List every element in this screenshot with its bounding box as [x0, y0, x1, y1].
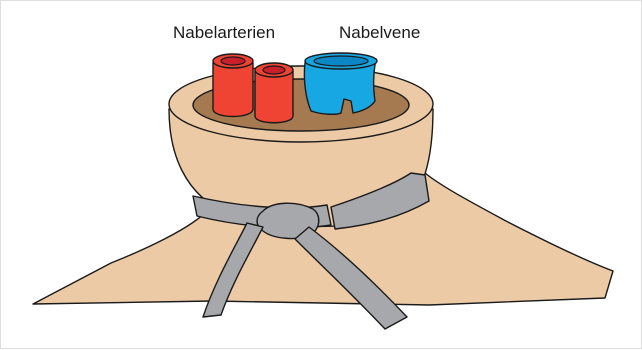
umbilical-tie — [192, 172, 430, 330]
artery-left — [212, 53, 254, 118]
artery-right — [254, 62, 294, 124]
label-umbilical-arteries: Nabelarterien — [173, 23, 276, 42]
label-umbilical-vein: Nabelvene — [339, 23, 421, 42]
vein — [303, 52, 378, 116]
